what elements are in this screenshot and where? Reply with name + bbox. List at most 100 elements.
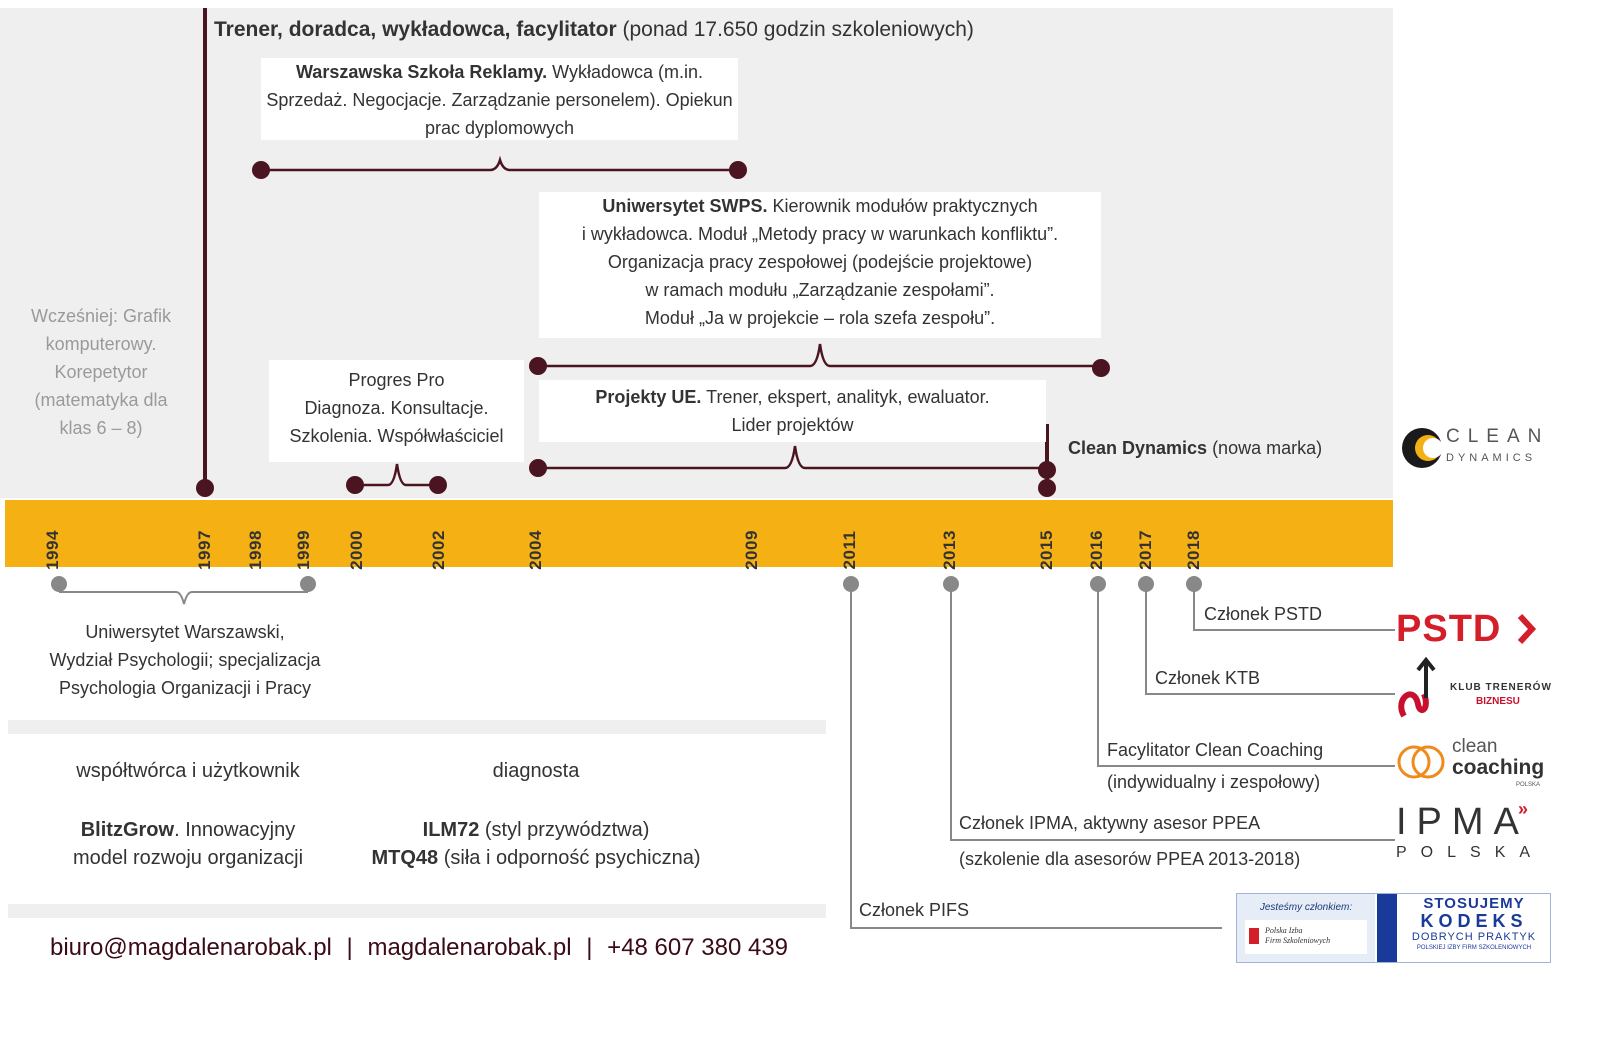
clean-dynamics-logo: CLEAN DYNAMICS [1400, 424, 1550, 472]
year-2002: 2002 [429, 530, 448, 570]
swps-line1: Kierownik modułów praktycznych [767, 196, 1038, 216]
wsr-bold: Warszawska Szkoła Reklamy. [295, 62, 548, 82]
ue-line1: Trener, ekspert, analityk, ewaluator. [701, 387, 990, 407]
contact-phone[interactable]: +48 607 380 439 [607, 934, 789, 961]
tools-panel-divider [8, 904, 826, 918]
clean-coaching-logo-word1: clean [1452, 736, 1498, 757]
timeline-bar [5, 500, 1393, 567]
header-title: Trener, doradca, wykładowca, facylitator… [214, 14, 974, 46]
membership-ipma-1: Członek IPMA, aktywny asesor PPEA [959, 813, 1261, 833]
education-line3: Psychologia Organizacji i Pracy [58, 678, 312, 698]
wsr-box: Warszawska Szkoła Reklamy. Wykładowca (m… [261, 58, 738, 140]
clean-dynamics-text: Clean Dynamics (nowa marka) [1068, 434, 1322, 462]
blitzgrow-line2: model rozwoju organizacji [72, 847, 304, 869]
kodeks-line1: STOSUJEMY [1423, 895, 1525, 912]
ilm72-bold: ILM72 [422, 819, 480, 841]
year-2011: 2011 [840, 530, 859, 570]
education-line1: Uniwersytet Warszawski, [85, 622, 285, 642]
ipma-logo-subtext: POLSKA [1396, 844, 1545, 861]
pifs-badge-name-1: Polska Izba [1265, 926, 1303, 935]
progres-line2: Diagnoza. Konsultacje. [304, 398, 489, 418]
education-text: Uniwersytet Warszawski, Wydział Psycholo… [20, 618, 350, 702]
diagnostic-tools-text: ILM72 (styl przywództwa) MTQ48 (siła i o… [330, 816, 742, 872]
swps-line4: w ramach modułu „Zarządzanie zespołami”. [645, 280, 995, 300]
year-1998: 1998 [246, 530, 265, 570]
pifs-badge-left: Jesteśmy członkiem: Polska Izba Firm Szk… [1237, 894, 1375, 962]
tools-col1-head: współtwórca i użytkownik [76, 760, 300, 782]
year-2017: 2017 [1136, 530, 1155, 570]
blitzgrow-text: BlitzGrow. Innowacyjny model rozwoju org… [30, 816, 346, 872]
year-2015: 2015 [1037, 530, 1056, 570]
membership-pifs: Członek PIFS [859, 900, 970, 920]
swps-bold: Uniwersytet SWPS. [602, 196, 768, 216]
kodeks-badge: STOSUJEMY KODEKS DOBRYCH PRAKTYK POLSKIE… [1399, 896, 1549, 960]
year-1994: 1994 [43, 530, 62, 570]
clean-coaching-logo: clean coaching POLSKA [1396, 734, 1546, 790]
tools-col2-head: diagnosta [492, 760, 580, 782]
membership-clean-coaching-1: Facylitator Clean Coaching [1107, 740, 1324, 760]
progres-line3: Szkolenia. Współwłaściciel [289, 426, 504, 446]
clean-dynamics-bold: Clean Dynamics [1068, 438, 1208, 458]
contact-email[interactable]: biuro@magdalenarobak.pl [50, 934, 332, 961]
wsr-rest: Wykładowca (m.in. Sprzedaż. Negocjacje. … [266, 62, 733, 138]
progres-line1: Progres Pro [348, 370, 445, 390]
ktb-logo-text-2: BIZNESU [1476, 696, 1520, 707]
ue-box: Projekty UE. Trener, ekspert, analityk, … [539, 380, 1046, 442]
membership-pstd: Członek PSTD [1204, 604, 1323, 624]
clean-coaching-logo-word3: POLSKA [1516, 782, 1541, 788]
pstd-chevron-icon [1517, 613, 1537, 645]
clean-coaching-logo-word2: coaching [1452, 756, 1545, 779]
clean-dynamics-logo-word2: DYNAMICS [1446, 452, 1537, 464]
year-1999: 1999 [294, 530, 313, 570]
ktb-logo: KLUB TRENERÓW BIZNESU [1394, 654, 1552, 726]
progres-box: Progres Pro Diagnoza. Konsultacje. Szkol… [269, 360, 524, 462]
header-title-bold: Trener, doradca, wykładowca, facylitator [214, 18, 617, 41]
blitzgrow-rest: . Innowacyjny [174, 819, 296, 841]
year-1997: 1997 [195, 530, 214, 570]
year-2000: 2000 [347, 530, 366, 570]
kodeks-line2: KODEKS [1420, 911, 1528, 931]
pifs-badge-caption: Jesteśmy członkiem: [1259, 902, 1353, 913]
swps-line3: Organizacja pracy zespołowej (podejście … [607, 252, 1033, 272]
year-2009: 2009 [742, 530, 761, 570]
pstd-logo-text: PSTD [1396, 608, 1502, 650]
swps-box: Uniwersytet SWPS. Kierownik modułów prak… [539, 192, 1101, 338]
pstd-logo: PSTD [1396, 606, 1546, 652]
kodeks-line4: POLSKIEJ IZBY FIRM SZKOLENIOWYCH [1416, 945, 1532, 951]
blitzgrow-bold: BlitzGrow [80, 819, 175, 841]
swps-line2: i wykładowca. Moduł „Metody pracy w waru… [581, 224, 1059, 244]
swps-line5: Moduł „Ja w projekcie – rola szefa zespo… [644, 308, 996, 328]
education-line2: Wydział Psychologii; specjalizacja [49, 650, 321, 670]
mtq48-rest: (siła i odporność psychiczna) [438, 847, 701, 869]
pifs-badge-flag [1249, 928, 1259, 944]
header-title-rest: (ponad 17.650 godzin szkoleniowych) [616, 18, 974, 41]
clean-dynamics-logo-word1: CLEAN [1446, 426, 1550, 447]
membership-ktb: Członek KTB [1155, 668, 1261, 688]
ilm72-rest: (styl przywództwa) [479, 819, 650, 841]
ipma-logo-text: IPMA [1396, 801, 1529, 843]
clean-dynamics-logo-mark [1402, 428, 1443, 468]
membership-ipma-2: (szkolenie dla asesorów PPEA 2013-2018) [959, 849, 1301, 869]
contact-separator-1: | [346, 934, 353, 961]
contact-website[interactable]: magdalenarobak.pl [367, 934, 572, 961]
year-2013: 2013 [940, 530, 959, 570]
year-2004: 2004 [526, 530, 545, 570]
mtq48-bold: MTQ48 [371, 847, 439, 869]
ktb-logo-mark [1398, 656, 1436, 718]
pifs-badge-card: Polska Izba Firm Szkoleniowych [1245, 920, 1367, 954]
clean-dynamics-rest: (nowa marka) [1207, 438, 1323, 458]
education-panel-divider [8, 720, 826, 734]
ipma-logo-chevron-icon: » [1518, 799, 1529, 819]
kodeks-badge-stripe [1377, 894, 1397, 962]
ktb-logo-text-1: KLUB TRENERÓW [1450, 682, 1552, 693]
year-2018: 2018 [1184, 530, 1203, 570]
earlier-text: Wcześniej: Grafik komputerowy. Korepetyt… [30, 306, 172, 438]
kodeks-line3: DOBRYCH PRAKTYK [1411, 931, 1537, 943]
year-2016: 2016 [1087, 530, 1106, 570]
pifs-badge-name-2: Firm Szkoleniowych [1265, 936, 1331, 945]
ue-bold: Projekty UE. [595, 387, 702, 407]
ue-line2: Lider projektów [731, 415, 854, 435]
contact-line: biuro@magdalenarobak.pl | magdalenarobak… [50, 934, 788, 962]
clean-coaching-logo-mark [1397, 745, 1445, 779]
